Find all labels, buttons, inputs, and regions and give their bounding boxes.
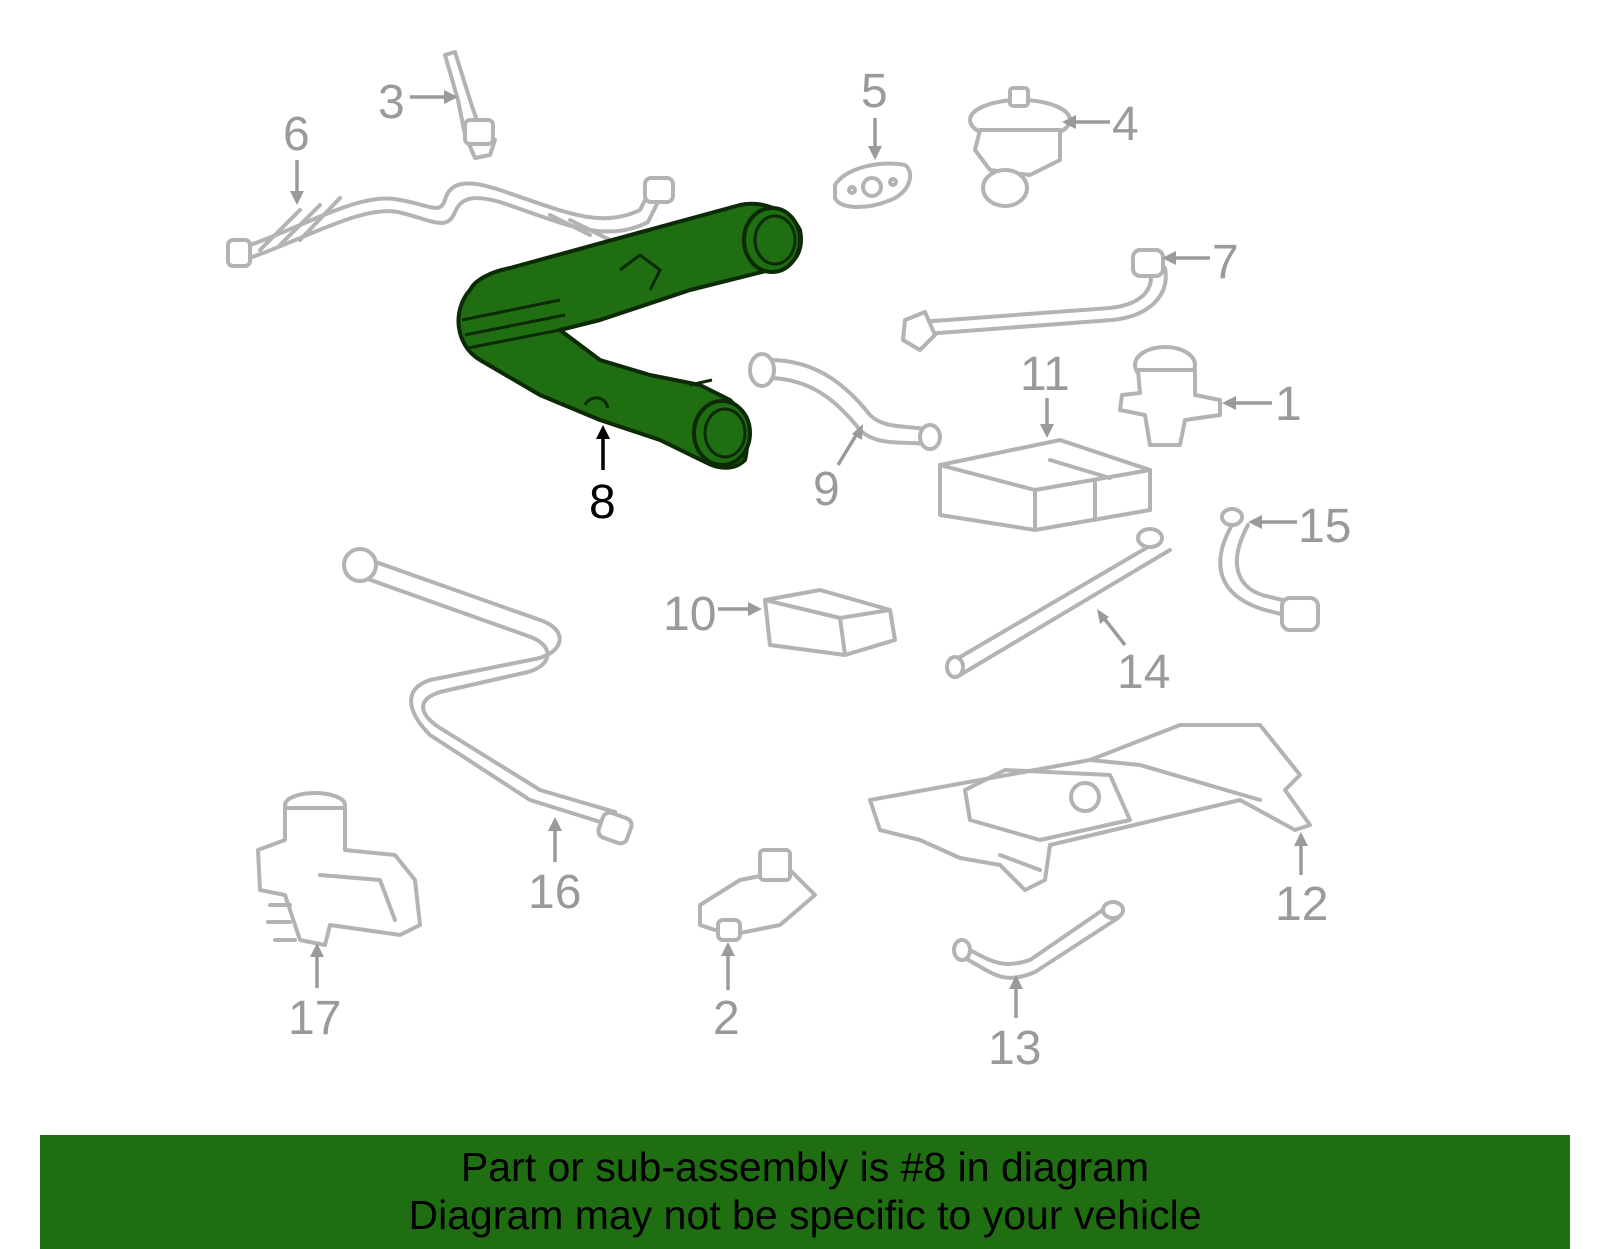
part-8-intake-hose[interactable]: [456, 201, 803, 470]
part-17-valve[interactable]: [256, 791, 422, 947]
callout-label-14: 14: [1117, 646, 1170, 699]
part-2-solenoid[interactable]: [698, 848, 817, 942]
callout-6: 6: [283, 108, 310, 205]
part-4-egr-valve[interactable]: [968, 86, 1072, 208]
callout-label-7: 7: [1212, 236, 1239, 289]
callout-1: 1: [1222, 378, 1302, 431]
callout-14: 14: [1097, 609, 1170, 699]
callout-9: 9: [813, 424, 863, 516]
callout-label-10: 10: [663, 588, 716, 641]
callout-label-3: 3: [378, 76, 405, 129]
part-7-hose[interactable]: [901, 248, 1168, 352]
callout-label-6: 6: [283, 108, 310, 161]
callout-label-17: 17: [288, 992, 341, 1045]
part-9-hose[interactable]: [748, 352, 942, 451]
callout-16: 16: [528, 817, 581, 919]
callout-label-13: 13: [988, 1022, 1041, 1075]
callout-label-15: 15: [1298, 500, 1351, 553]
banner-line-2: Diagram may not be specific to your vehi…: [408, 1192, 1202, 1238]
info-banner: Part or sub-assembly is #8 in diagram Di…: [40, 1135, 1570, 1249]
callout-3: 3: [378, 76, 458, 129]
callout-13: 13: [988, 975, 1041, 1075]
callout-label-2: 2: [713, 992, 740, 1045]
part-5-gasket[interactable]: [833, 161, 913, 209]
callout-label-1: 1: [1275, 378, 1302, 431]
callout-17: 17: [288, 943, 341, 1045]
part-3-sensor[interactable]: [443, 50, 497, 160]
banner-line-1: Part or sub-assembly is #8 in diagram: [460, 1144, 1150, 1190]
callout-12: 12: [1275, 832, 1328, 931]
callout-label-16: 16: [528, 866, 581, 919]
part-1-valve[interactable]: [1118, 345, 1222, 447]
callout-5: 5: [861, 65, 888, 160]
callout-11: 11: [1020, 348, 1070, 438]
part-12-bracket[interactable]: [868, 723, 1312, 892]
part-6-hose[interactable]: [226, 176, 675, 268]
callout-label-11: 11: [1020, 348, 1070, 401]
part-11-canister[interactable]: [938, 438, 1152, 532]
part-10-canister[interactable]: [763, 588, 897, 657]
part-16-pipe[interactable]: [342, 547, 634, 846]
callout-label-4: 4: [1112, 98, 1139, 151]
callout-4: 4: [1062, 98, 1139, 151]
callout-2: 2: [713, 942, 740, 1045]
part-15-hose[interactable]: [1218, 507, 1320, 632]
parts-diagram: 1 2 3 4 5 6 7 8 9 10: [226, 50, 1351, 1075]
callout-15: 15: [1248, 500, 1351, 553]
callout-10: 10: [663, 588, 762, 641]
callout-label-5: 5: [861, 65, 888, 118]
callout-label-8: 8: [589, 476, 616, 529]
part-13-hose[interactable]: [952, 900, 1125, 980]
callout-7: 7: [1162, 236, 1239, 289]
callout-8: 8: [589, 425, 616, 529]
callout-label-12: 12: [1275, 878, 1328, 931]
part-14-hose[interactable]: [945, 527, 1172, 679]
callout-label-9: 9: [813, 463, 840, 516]
